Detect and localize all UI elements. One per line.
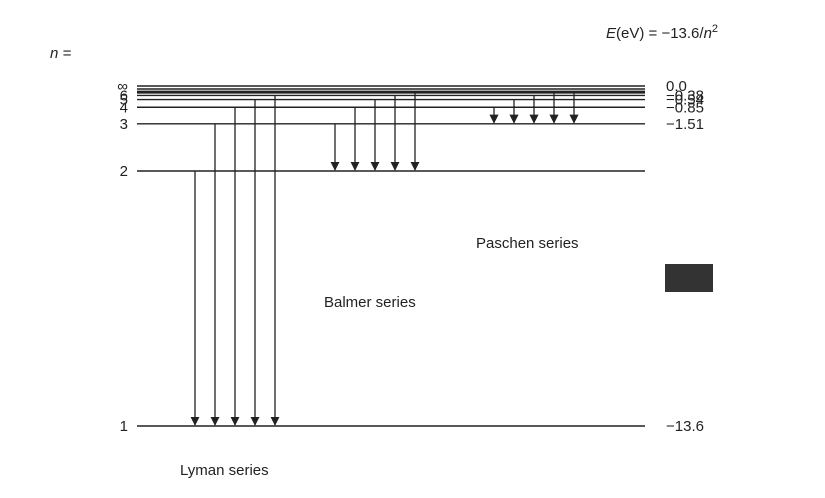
n-label-6: 6 [120, 87, 128, 104]
energy-label-1: −13.6 [666, 418, 704, 435]
n-label-4: 4 [120, 99, 128, 116]
energy-levels: ∞ 0.0 6 −0.38 5 −0.54 4 −0.85 3 −1.51 2 1 −13.6 [117, 78, 704, 435]
formula-body: (eV) = −13.6/ [616, 25, 704, 42]
series-labels: Lyman series Balmer series Paschen series [180, 235, 579, 479]
n-label-inf: ∞ [117, 78, 128, 95]
transition-arrows [190, 91, 579, 426]
energy-label-5: −0.54 [666, 92, 704, 109]
series-label-balmer: Balmer series [324, 294, 416, 311]
energy-label-6: −0.38 [666, 87, 704, 104]
formula-e: E [606, 25, 617, 42]
n-label-5: 5 [120, 92, 128, 109]
energy-label-inf: 0.0 [666, 78, 687, 95]
energy-redaction-box [665, 264, 713, 292]
series-label-paschen: Paschen series [476, 235, 579, 252]
energy-label-4: −0.85 [666, 99, 704, 116]
formula-exponent: 2 [712, 23, 718, 35]
n-label-3: 3 [120, 116, 128, 133]
energy-formula: E(eV) = −13.6/n2 [606, 23, 718, 42]
energy-label-3: −1.51 [666, 116, 704, 133]
n-label-2: 2 [120, 163, 128, 180]
formula-n: n [704, 25, 712, 42]
n-axis-label: n = [50, 45, 72, 62]
series-label-lyman: Lyman series [180, 462, 269, 479]
n-label-1: 1 [120, 418, 128, 435]
